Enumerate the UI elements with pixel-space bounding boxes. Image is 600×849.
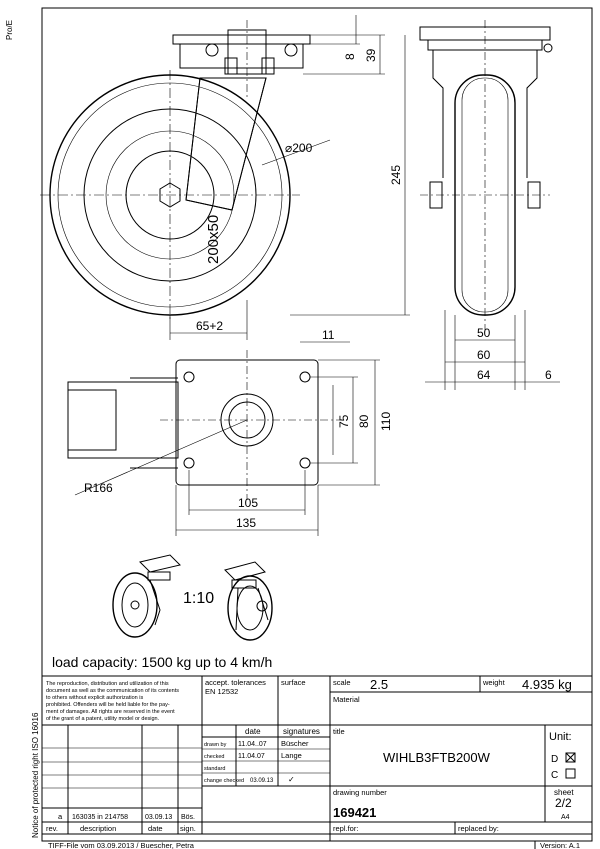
svg-text:11.04..07: 11.04..07 [238,741,267,748]
unit-c-checkbox [565,768,576,779]
svg-text:105: 105 [238,496,258,510]
scale-note: 1:10 [183,590,214,607]
svg-text:title: title [333,727,345,736]
svg-text:245: 245 [389,165,403,185]
svg-text:D: D [551,754,558,765]
svg-text:50: 50 [477,326,491,340]
svg-text:of the grant of a patent, util: of the grant of a patent, utility model … [46,716,160,722]
svg-text:2.5: 2.5 [370,677,388,692]
svg-text:✓: ✓ [288,775,295,784]
svg-text:A4: A4 [561,814,570,821]
svg-text:standard: standard [204,766,225,772]
svg-text:signatures: signatures [283,727,320,736]
svg-text:date: date [148,824,163,833]
svg-text:64: 64 [477,368,491,382]
corner-label: Pro/E [5,20,14,40]
svg-text:weight: weight [482,678,506,687]
svg-text:Büscher: Büscher [281,739,309,748]
svg-text:The reproduction, distribution: The reproduction, distribution and utili… [46,681,169,687]
svg-text:change checked: change checked [204,778,244,784]
svg-text:39: 39 [364,48,378,62]
svg-text:WIHLB3FTB200W: WIHLB3FTB200W [383,750,491,765]
svg-text:60: 60 [477,348,491,362]
svg-text:Material: Material [333,695,360,704]
svg-text:110: 110 [379,412,393,431]
svg-text:65+2: 65+2 [196,319,223,333]
isometric-caster-2 [224,561,273,641]
svg-text:replaced by:: replaced by: [458,824,499,833]
svg-text:169421: 169421 [333,805,376,820]
top-view-dimensions: 75 80 110 105 135 [175,359,393,536]
svg-text:Lange: Lange [281,751,302,760]
svg-text:Version: A.1: Version: A.1 [540,841,580,849]
svg-text:drawing number: drawing number [333,788,387,797]
svg-text:75: 75 [337,414,351,428]
svg-text:EN 12532: EN 12532 [205,687,238,696]
svg-text:Unit:: Unit: [549,731,572,743]
svg-text:rev.: rev. [46,824,58,833]
svg-text:C: C [551,770,558,781]
svg-text:03.09.13: 03.09.13 [145,814,172,821]
front-view [419,20,553,330]
svg-text:accept. tolerances: accept. tolerances [205,678,266,687]
tyre-size-label: 200x50 [205,215,222,264]
svg-text:sheet: sheet [554,788,574,797]
svg-text:sign.: sign. [180,824,196,833]
svg-text:163035 in 214758: 163035 in 214758 [72,814,128,821]
svg-text:4.935 kg: 4.935 kg [522,677,572,692]
svg-text:TIFF-File vom 03.09.2013 / Bue: TIFF-File vom 03.09.2013 / Buescher, Pet… [48,841,195,849]
title-block: Notice of protected right ISO 16016 The … [31,675,593,849]
svg-text:80: 80 [357,414,371,428]
svg-text:to others without explicit aut: to others without explicit authorization… [46,695,143,701]
svg-text:prohibited. Offenders will be: prohibited. Offenders will be held liabl… [46,702,170,708]
svg-text:a: a [58,812,63,821]
unit-d-checkbox [565,752,576,763]
svg-text:Bös.: Bös. [181,814,195,821]
notice-side-label: Notice of protected right ISO 16016 [31,712,40,838]
top-view: R166 [67,350,340,500]
svg-text:surface: surface [281,678,306,687]
svg-text:6: 6 [545,368,552,382]
isometric-caster-1 [112,554,181,638]
svg-text:ment of damages. All rights ar: ment of damages. All rights are reserved… [46,709,175,715]
svg-text:R166: R166 [84,481,113,495]
svg-text:11.04.07: 11.04.07 [238,753,265,760]
load-capacity: load capacity: 1500 kg up to 4 km/h [52,654,272,670]
svg-text:checked: checked [204,754,225,760]
svg-text:8: 8 [343,53,357,60]
side-view-wheel: 200x50 [40,20,311,320]
svg-text:2/2: 2/2 [555,796,572,810]
svg-text:repl.for:: repl.for: [333,824,358,833]
svg-text:⌀200: ⌀200 [285,141,313,155]
svg-text:date: date [245,727,261,736]
svg-text:11: 11 [322,328,335,342]
svg-text:03.09.13: 03.09.13 [250,778,274,784]
svg-text:scale: scale [333,678,351,687]
front-view-dimensions: 50 60 64 6 [425,310,560,390]
svg-text:drawn by: drawn by [204,742,227,748]
side-view-dimensions: 8 39 245 ⌀200 65+2 11 [169,15,410,343]
svg-text:document as well as the commun: document as well as the communication of… [46,688,179,694]
svg-text:description: description [80,824,116,833]
svg-text:135: 135 [236,516,256,530]
